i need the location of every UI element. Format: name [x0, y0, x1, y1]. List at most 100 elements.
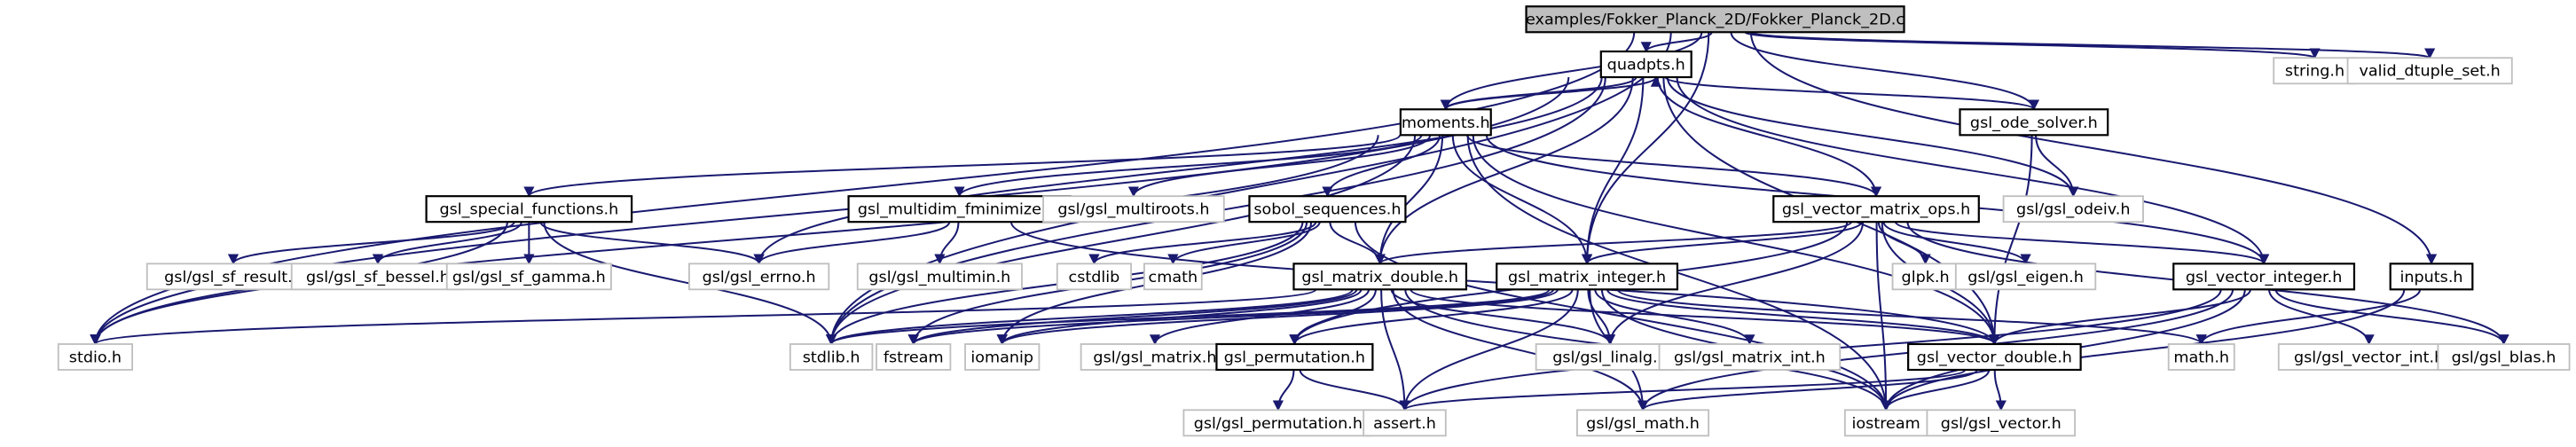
edge-moments-to-stdlib [826, 135, 1417, 346]
node-cmath: cmath [1143, 263, 1203, 291]
node-box [2273, 57, 2357, 85]
node-box [2277, 343, 2461, 371]
node-label: gsl/gsl_blas.h [2452, 349, 2556, 367]
edge-quadpts-to-odeiv [1666, 76, 2079, 198]
node-math: math.h [2167, 343, 2235, 371]
node-label: gsl/gsl_math.h [1586, 415, 1700, 433]
node-sobol[interactable]: sobol_sequences.h [1248, 195, 1407, 224]
node-box [1056, 263, 1133, 291]
node-vmops[interactable]: gsl_vector_matrix_ops.h [1772, 195, 1980, 224]
node-box [445, 263, 612, 291]
edge-fmin-to-multimin [934, 222, 960, 265]
node-box [876, 343, 952, 371]
node-matint[interactable]: gsl_matrix_integer.h [1496, 263, 1679, 291]
edge-moments-to-stdio [90, 135, 1379, 346]
node-multimin: gsl/gsl_multimin.h [856, 263, 1023, 291]
edge-quadpts-to-matdouble [1374, 77, 1634, 265]
edge-moments-to-specfun [523, 134, 1402, 198]
node-label: stdlib.h [803, 349, 860, 367]
edge-matdouble-to-stdlib [826, 288, 1354, 346]
edge-vmops-to-eigen [1882, 221, 2031, 265]
node-vecdouble[interactable]: gsl_vector_double.h [1907, 342, 2082, 372]
node-box [1599, 50, 1692, 79]
node-gslmatrix: gsl/gsl_matrix.h [1080, 343, 1230, 371]
edge-root-to-inputs [1749, 32, 2438, 265]
node-box [1843, 409, 1928, 437]
node-perm[interactable]: gsl_permutation.h [1215, 342, 1374, 372]
edge-moments-to-matdouble [1374, 135, 1444, 265]
node-label: gsl/gsl_sf_result.h [164, 269, 302, 286]
node-label: stdio.h [69, 349, 122, 367]
node-box [2437, 343, 2571, 371]
node-box [1772, 195, 1980, 224]
edge-matint-to-perm [1289, 288, 1574, 346]
edge-vecdouble-to-gslmath [1637, 369, 1978, 412]
node-box [1907, 342, 2082, 372]
edge-vecdouble-to-assert [1399, 369, 1967, 412]
node-multiroots: gsl/gsl_multiroots.h [1042, 195, 1225, 224]
node-matdouble[interactable]: gsl_matrix_double.h [1292, 263, 1468, 291]
node-root[interactable]: examples/Fokker_Planck_2D/Fokker_Planck_… [1525, 5, 1905, 34]
node-eigen: gsl/gsl_eigen.h [1954, 263, 2097, 291]
node-box [2389, 263, 2474, 291]
node-label: gsl/gsl_sf_bessel.h [306, 269, 450, 286]
node-blas: gsl/gsl_blas.h [2437, 343, 2571, 371]
edge-root-to-matint [1581, 32, 1710, 265]
edge-moments-to-multiroots [1127, 134, 1432, 198]
edge-moments-to-quadpts [1444, 75, 1661, 111]
node-vecint[interactable]: gsl_vector_integer.h [2172, 263, 2356, 291]
node-valid: valid_dtuple_set.h [2346, 57, 2513, 85]
edge-vmops-to-linalg [1604, 222, 1865, 346]
edge-moments-to-sobol [1322, 135, 1441, 198]
edge-vecint-to-vectorint [2268, 289, 2375, 346]
node-specfun[interactable]: gsl_special_functions.h [425, 195, 633, 224]
edge-matdouble-to-stdio [90, 288, 1317, 346]
edge-specfun-to-sfbessel [372, 221, 522, 265]
edge-vecdouble-to-iostream [1881, 369, 1991, 412]
node-errno: gsl/gsl_errno.h [688, 263, 830, 291]
edge-vecint-to-blas [2274, 288, 2509, 346]
node-box [1954, 263, 2097, 291]
node-gslvector: gsl/gsl_vector.h [1926, 409, 2077, 437]
node-label: gsl/gsl_errno.h [703, 269, 816, 286]
node-moments[interactable]: moments.h [1399, 108, 1492, 137]
node-inputs[interactable]: inputs.h [2389, 263, 2474, 291]
edge-inputs-to-math [2195, 289, 2422, 346]
node-gslmath: gsl/gsl_math.h [1576, 409, 1710, 437]
node-label: sobol_sequences.h [1253, 201, 1401, 219]
edge-root-to-quadpts [1640, 31, 1713, 53]
node-iomanip: iomanip [964, 343, 1041, 371]
node-box [964, 343, 1041, 371]
edge-quadpts-to-odesolver [1664, 76, 2039, 111]
edge-matint-to-fstream [907, 288, 1555, 346]
node-odesolver[interactable]: gsl_ode_solver.h [1959, 108, 2109, 137]
node-label: fstream [884, 349, 944, 367]
edge-specfun-to-sfresult [228, 221, 515, 265]
node-label: gsl/gsl_multimin.h [868, 269, 1010, 286]
node-label: gsl_matrix_integer.h [1508, 269, 1666, 286]
edge-sobol-to-matdouble [1329, 222, 1386, 265]
edge-matint-to-stdlib [826, 288, 1551, 346]
node-iostream: iostream [1843, 409, 1928, 437]
node-box [1576, 409, 1710, 437]
node-box [2346, 57, 2513, 85]
node-gslperm: gsl/gsl_permutation.h [1182, 409, 1374, 437]
node-odeiv: gsl/gsl_odeiv.h [2002, 195, 2144, 224]
edge-matint-to-math [1616, 288, 2207, 346]
edge-root-to-stdlib [826, 32, 1672, 346]
node-label: gsl_vector_matrix_ops.h [1782, 201, 1970, 219]
edge-quadpts-to-errno [753, 77, 1603, 265]
node-fmin[interactable]: gsl_multidim_fminimizer.h [847, 195, 1072, 224]
edge-root-to-valid [1749, 31, 2435, 59]
node-label: quadpts.h [1607, 57, 1685, 74]
node-label: gsl_vector_double.h [1917, 349, 2072, 367]
node-label: moments.h [1402, 114, 1490, 132]
node-box [1215, 342, 1374, 372]
node-box [1248, 195, 1407, 224]
node-label: gsl/gsl_matrix_int.h [1674, 349, 1826, 367]
edge-odesolver-to-odeiv [2035, 135, 2079, 198]
node-glpk: glpk.h [1891, 263, 1959, 291]
edge-specfun-to-stdlib [543, 222, 837, 346]
node-quadpts[interactable]: quadpts.h [1599, 50, 1692, 79]
node-vectorint: gsl/gsl_vector_int.h [2277, 343, 2461, 371]
